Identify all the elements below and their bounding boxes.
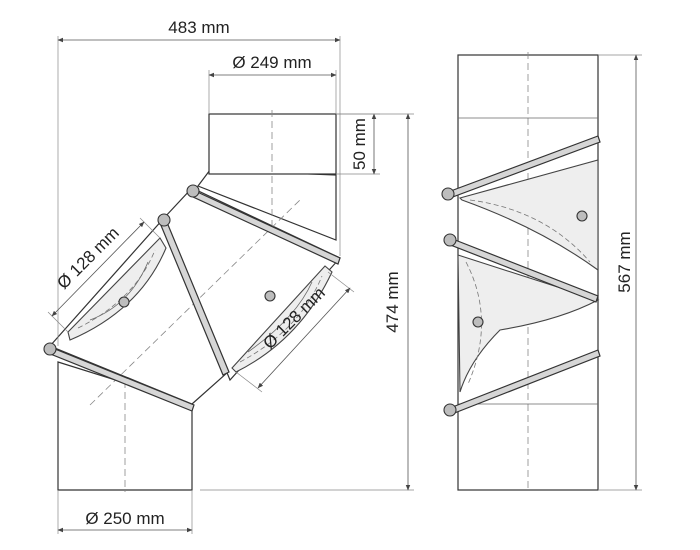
flap-knob-lower-icon bbox=[472, 316, 484, 328]
dim-top-collar: 50 mm bbox=[350, 118, 369, 170]
dim-straight-length: 567 mm bbox=[615, 231, 634, 292]
flap-knob-upper-icon bbox=[576, 210, 588, 222]
elbow-top-collar bbox=[208, 113, 337, 175]
dim-top-diameter: Ø 249 mm bbox=[232, 53, 311, 72]
dim-bottom-diameter: Ø 250 mm bbox=[85, 509, 164, 528]
straight-view bbox=[441, 52, 601, 492]
straight-clamp-rods bbox=[441, 135, 601, 417]
dimension-lines bbox=[47, 36, 642, 534]
flap-knob-right-icon bbox=[264, 290, 276, 302]
elbow-view bbox=[43, 110, 341, 492]
elbow-segment-upper bbox=[197, 169, 337, 241]
dim-overall-width: 483 mm bbox=[168, 18, 229, 37]
dim-bend-height: 474 mm bbox=[383, 271, 402, 332]
flap-knob-left-icon bbox=[118, 296, 130, 308]
elbow-clamp-rods bbox=[43, 184, 341, 412]
damper-flap-upper bbox=[458, 159, 599, 272]
